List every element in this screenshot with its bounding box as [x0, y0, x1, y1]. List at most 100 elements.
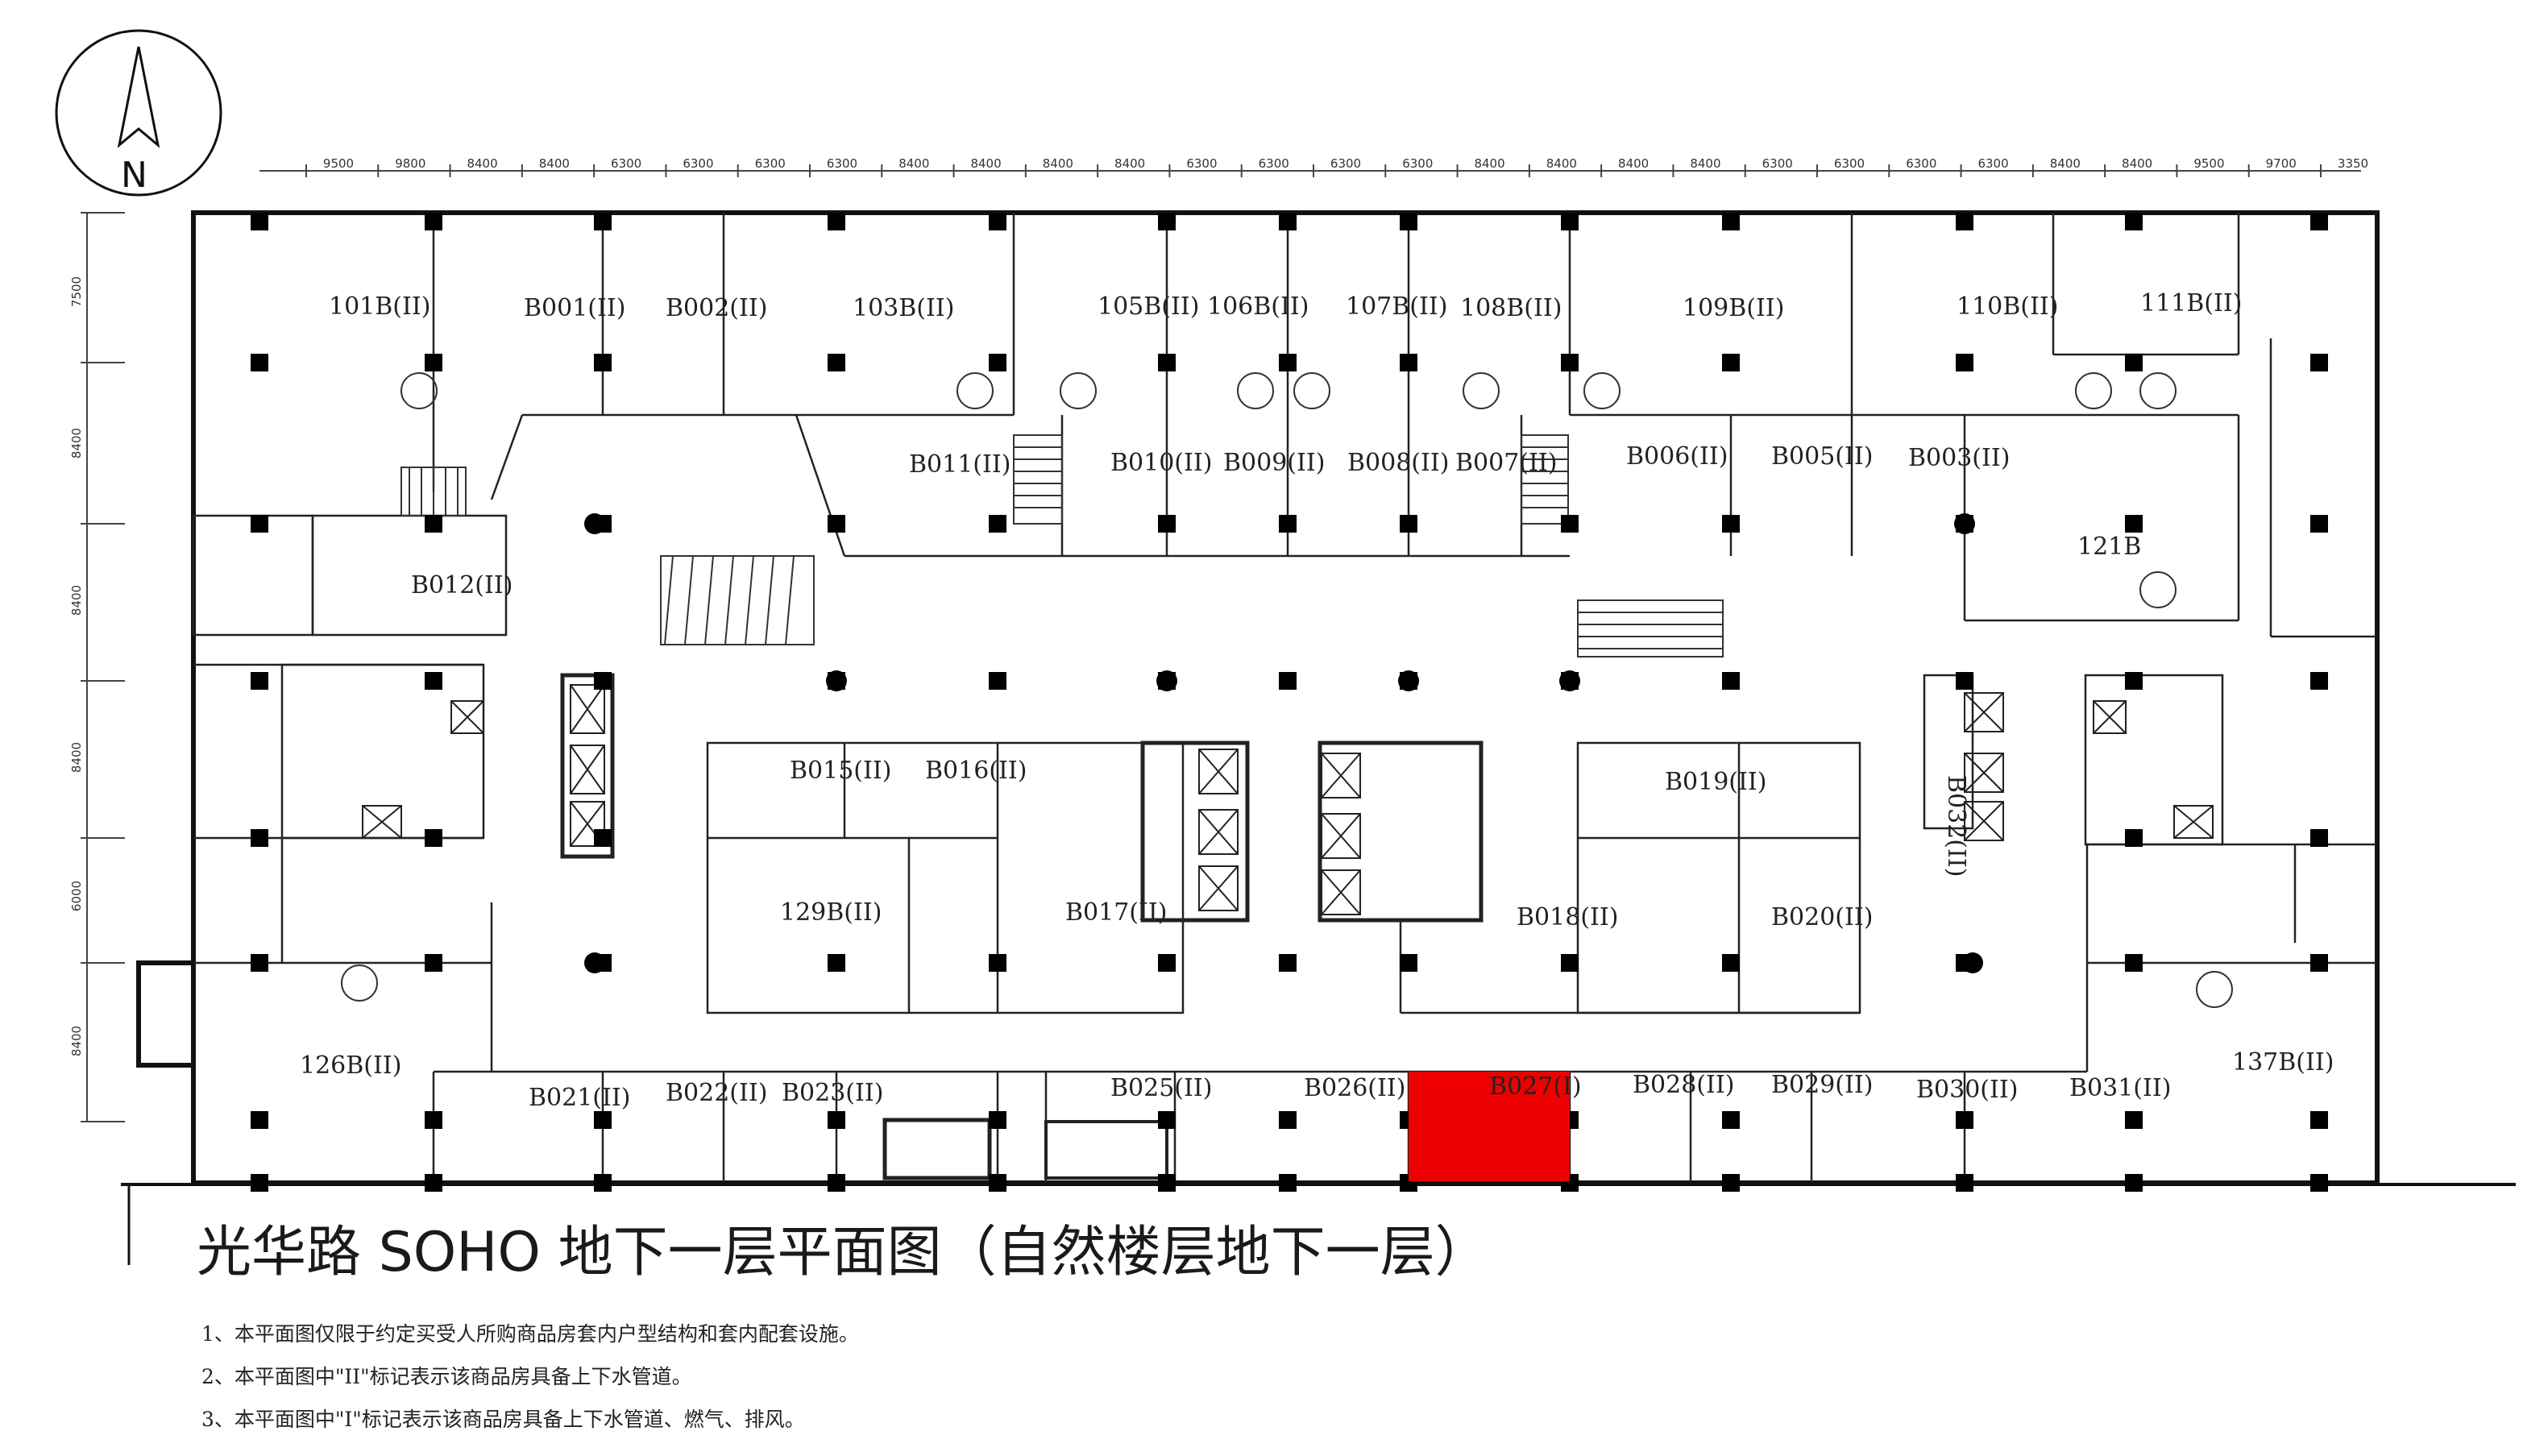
left-dimension-label: 8400: [69, 428, 84, 458]
round-column: [1156, 670, 1177, 691]
column: [828, 1174, 845, 1192]
note-1: 1、本平面图仅限于约定买受人所购商品房套内户型结构和套内配套设施。: [201, 1322, 859, 1346]
unit-label: B030(II): [1916, 1076, 2018, 1104]
column: [425, 1174, 442, 1192]
column: [425, 354, 442, 371]
column: [425, 1111, 442, 1129]
column: [1158, 213, 1176, 230]
top-dimension-label: 6300: [1906, 156, 1936, 171]
unit-label: B029(II): [1771, 1071, 1873, 1099]
unit-label: 107B(II): [1346, 292, 1447, 321]
top-dimension-label: 9700: [2266, 156, 2297, 171]
unit-label: 111B(II): [2140, 289, 2242, 317]
left-dimension-label: 8400: [69, 585, 84, 616]
unit-label: B008(II): [1347, 449, 1449, 477]
column: [989, 213, 1006, 230]
column: [1722, 1174, 1740, 1192]
column: [425, 954, 442, 972]
column: [989, 515, 1006, 533]
top-dimension-label: 8400: [539, 156, 570, 171]
unit-label: B003(II): [1908, 444, 2010, 472]
top-dimension-label: 6300: [827, 156, 857, 171]
column: [251, 354, 268, 371]
column: [425, 672, 442, 690]
outer-wall: [121, 210, 2516, 1265]
north-label: N: [121, 155, 147, 196]
column: [2125, 672, 2143, 690]
column: [2125, 354, 2143, 371]
column: [828, 954, 845, 972]
column: [989, 954, 1006, 972]
column: [828, 213, 845, 230]
left-dimension-label: 8400: [69, 1026, 84, 1056]
round-column: [584, 952, 605, 973]
unit-label: 137B(II): [2232, 1048, 2334, 1076]
unit-label: B020(II): [1771, 903, 1873, 931]
round-column: [1398, 670, 1419, 691]
column: [594, 213, 612, 230]
column: [1158, 1111, 1176, 1129]
column: [2310, 1111, 2328, 1129]
north-arrow: N: [55, 29, 222, 197]
column: [2125, 1174, 2143, 1192]
unit-label: 108B(II): [1460, 294, 1562, 322]
plan-title: 光华路 SOHO 地下一层平面图（自然楼层地下一层）: [197, 1221, 1490, 1284]
column: [989, 1174, 1006, 1192]
unit-label: B018(II): [1517, 903, 1618, 931]
unit-label: B005(II): [1771, 442, 1873, 471]
column: [1279, 672, 1297, 690]
column: [1956, 213, 1973, 230]
unit-label: 110B(II): [1957, 292, 2058, 321]
top-dimension-label: 6300: [1330, 156, 1361, 171]
unit-label: B017(II): [1065, 898, 1167, 927]
column: [1722, 515, 1740, 533]
top-dimension-label: 8400: [2122, 156, 2152, 171]
column: [1722, 672, 1740, 690]
unit-label: B015(II): [790, 757, 891, 785]
highlighted-unit[interactable]: [1409, 1072, 1570, 1181]
unit-label: B009(II): [1223, 449, 1325, 477]
left-dimension-label: 7500: [69, 276, 84, 307]
unit-label: B026(II): [1304, 1074, 1405, 1102]
column: [989, 672, 1006, 690]
column: [1956, 1174, 1973, 1192]
top-dimension-label: 8400: [970, 156, 1001, 171]
unit-label: B002(II): [666, 294, 767, 322]
top-dimension-label: 6300: [1834, 156, 1865, 171]
column: [2125, 829, 2143, 847]
column: [2310, 672, 2328, 690]
unit-label: B019(II): [1665, 768, 1766, 796]
top-dimension-label: 9800: [395, 156, 425, 171]
unit-label: B016(II): [925, 757, 1027, 785]
column: [251, 954, 268, 972]
unit-label: 129B(II): [780, 898, 882, 927]
column: [2125, 515, 2143, 533]
top-dimension-label: 6300: [1762, 156, 1793, 171]
note-2: 2、本平面图中"II"标记表示该商品房具备上下水管道。: [201, 1365, 692, 1388]
round-column: [584, 513, 605, 534]
column: [2125, 954, 2143, 972]
column: [594, 354, 612, 371]
top-dimension-label: 8400: [1114, 156, 1145, 171]
unit-label: B010(II): [1110, 449, 1212, 477]
top-dimension-label: 8400: [1690, 156, 1720, 171]
column: [2310, 213, 2328, 230]
column: [2310, 829, 2328, 847]
unit-labels: 101B(II)B001(II)B002(II)103B(II)105B(II)…: [300, 289, 2334, 1112]
column: [1561, 213, 1579, 230]
column: [594, 672, 612, 690]
column: [425, 213, 442, 230]
top-dimension-label: 8400: [2050, 156, 2081, 171]
unit-label: 126B(II): [300, 1052, 401, 1080]
column: [2310, 354, 2328, 371]
column: [251, 829, 268, 847]
column: [1561, 515, 1579, 533]
column: [1279, 1111, 1297, 1129]
elevator-shafts: [362, 684, 2214, 915]
column: [594, 1111, 612, 1129]
column: [1722, 354, 1740, 371]
column: [1279, 1174, 1297, 1192]
top-dimension-label: 6300: [1977, 156, 2008, 171]
column: [2310, 1174, 2328, 1192]
column: [1158, 515, 1176, 533]
